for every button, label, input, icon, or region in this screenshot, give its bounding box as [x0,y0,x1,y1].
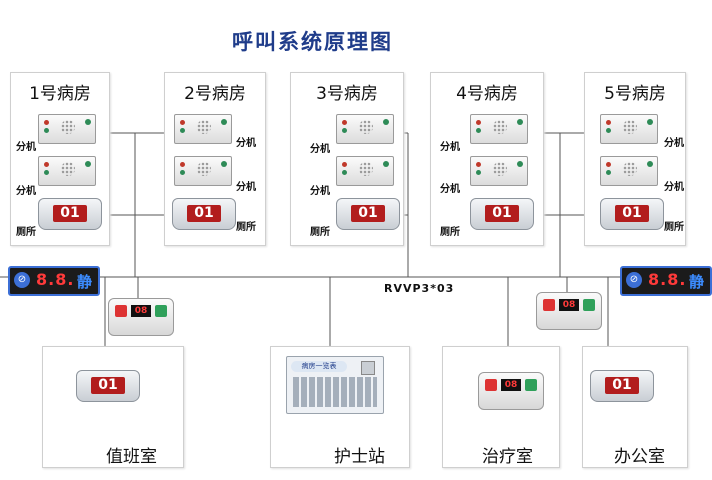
bedside-station [336,114,394,144]
cable-label: RVVP3*03 [384,282,455,295]
duty-room [42,346,184,468]
extension-label: 分机 [236,138,256,149]
indicator-digits: 08 [559,299,579,311]
bedside-station [470,156,528,186]
extension-label: 分机 [664,138,684,149]
toilet-display: 01 [600,198,664,230]
toilet-label: 厕所 [440,227,460,238]
toilet-label: 厕所 [16,227,36,238]
extension-label: 分机 [664,182,684,193]
bedside-station [336,156,394,186]
bedside-station [600,156,658,186]
bottom-room-label: 治疗室 [482,447,533,467]
toilet-label: 厕所 [310,227,330,238]
toilet-display: 01 [172,198,236,230]
bedside-station [174,114,232,144]
extension-label: 分机 [16,186,36,197]
treatment-indicator: 08 [478,372,544,410]
indicator-digits: 08 [131,305,151,317]
room-title: 3号病房 [316,84,378,104]
bottom-room-label: 办公室 [614,447,665,467]
indicator-digits: 08 [501,379,521,391]
display-number: 01 [605,377,639,394]
extension-label: 分机 [440,184,460,195]
bottom-room-label: 护士站 [334,447,385,467]
bedside-station [174,156,232,186]
room-title: 1号病房 [29,84,91,104]
toilet-display: 01 [336,198,400,230]
bedside-station [38,114,96,144]
display-number: 01 [187,205,221,222]
no-smoking-icon: ⊘ [14,272,30,288]
printer-icon [361,361,375,375]
nurse-console: 病房一览表 [286,356,384,414]
toilet-label: 厕所 [664,222,684,233]
display-number: 01 [351,205,385,222]
office-display: 01 [590,370,654,402]
display-number: 01 [615,205,649,222]
office-room [582,346,688,468]
console-keys [293,377,377,407]
sign-text: 静 [76,273,92,291]
duty-room-display: 01 [76,370,140,402]
sign-text: 静 [688,273,704,291]
sign-digits: 8.8. [648,270,687,289]
no-smoking-icon: ⊘ [626,272,642,288]
corridor-indicator: 08 [108,298,174,336]
extension-label: 分机 [16,142,36,153]
corridor-led-sign-left: ⊘ 8.8. 静 [8,266,100,296]
display-number: 01 [53,205,87,222]
toilet-label: 厕所 [236,222,256,233]
extension-label: 分机 [310,144,330,155]
display-number: 01 [91,377,125,394]
extension-label: 分机 [440,142,460,153]
room-title: 5号病房 [604,84,666,104]
extension-label: 分机 [310,186,330,197]
bedside-station [470,114,528,144]
extension-label: 分机 [236,182,256,193]
room-title: 4号病房 [456,84,518,104]
corridor-indicator: 08 [536,292,602,330]
bedside-station [600,114,658,144]
console-brand: 病房一览表 [291,361,347,372]
room-title: 2号病房 [184,84,246,104]
toilet-display: 01 [38,198,102,230]
bottom-room-label: 值班室 [106,447,157,467]
sign-digits: 8.8. [36,270,75,289]
corridor-led-sign-right: ⊘ 8.8. 静 [620,266,712,296]
toilet-display: 01 [470,198,534,230]
diagram-title: 呼叫系统原理图 [232,29,393,54]
bedside-station [38,156,96,186]
display-number: 01 [485,205,519,222]
